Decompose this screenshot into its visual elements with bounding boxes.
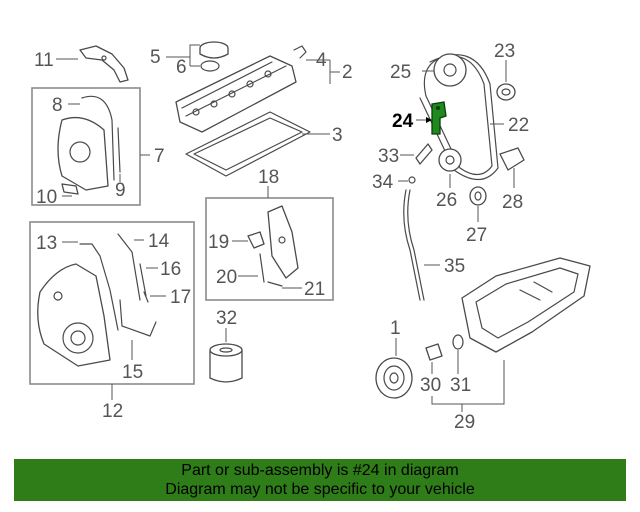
label-35[interactable]: 35 (444, 256, 465, 277)
info-banner: Part or sub-assembly is #24 in diagram D… (14, 459, 626, 501)
label-15[interactable]: 15 (122, 362, 143, 383)
label-18[interactable]: 18 (258, 167, 279, 188)
camshaft-sprocket-part-25[interactable] (433, 53, 467, 87)
crankshaft-sprocket-part-26[interactable] (438, 148, 462, 172)
label-31[interactable]: 31 (450, 375, 471, 396)
label-30[interactable]: 30 (420, 375, 441, 396)
bracket-part-11[interactable] (79, 45, 129, 83)
label-29[interactable]: 29 (454, 412, 475, 433)
group-box-7 (31, 87, 141, 206)
label-11[interactable]: 11 (34, 50, 54, 71)
label-32[interactable]: 32 (216, 308, 237, 329)
label-13[interactable]: 13 (36, 233, 57, 254)
parts-diagram: 11 5 6 4 2 3 8 7 9 10 13 14 16 17 15 12 … (29, 41, 591, 433)
timing-cover-upper[interactable] (57, 116, 109, 191)
bracket-part-10[interactable] (61, 183, 79, 195)
seal-part-20[interactable] (259, 253, 265, 283)
valve-cover-gasket-part-3[interactable] (185, 111, 311, 177)
dipstick-part-35[interactable] (403, 189, 421, 301)
bracket-part-19[interactable] (247, 231, 265, 249)
oil-pan[interactable] (461, 257, 591, 353)
crankshaft-pulley-part-1[interactable] (375, 357, 413, 399)
label-10[interactable]: 10 (36, 187, 57, 208)
label-5[interactable]: 5 (150, 47, 161, 68)
label-20[interactable]: 20 (216, 267, 237, 288)
label-28[interactable]: 28 (502, 192, 523, 213)
banner-line-1: Part or sub-assembly is #24 in diagram (181, 462, 459, 479)
seal-part-13[interactable] (79, 243, 119, 331)
seal-part-15[interactable] (119, 299, 157, 337)
timing-cover-part-18[interactable] (267, 205, 299, 279)
idler-pulley-part-23[interactable] (496, 83, 516, 101)
part-number-labels: 11 5 6 4 2 3 8 7 9 10 13 14 16 17 15 12 … (34, 41, 529, 433)
label-24[interactable]: 24 (392, 111, 414, 132)
label-17[interactable]: 17 (170, 287, 191, 308)
drain-plug-part-30[interactable] (425, 343, 443, 361)
label-9[interactable]: 9 (115, 180, 126, 201)
seal-part-34[interactable] (408, 176, 416, 184)
label-7[interactable]: 7 (154, 146, 165, 167)
plate-part-28[interactable] (499, 147, 525, 171)
label-25[interactable]: 25 (390, 62, 411, 83)
label-26[interactable]: 26 (436, 190, 457, 211)
lower-timing-cover[interactable] (37, 263, 111, 367)
label-14[interactable]: 14 (148, 231, 170, 252)
label-2[interactable]: 2 (342, 62, 353, 83)
label-4[interactable]: 4 (316, 50, 327, 71)
seal-part-16[interactable] (139, 263, 147, 297)
label-33[interactable]: 33 (378, 146, 399, 167)
valve-cover-part-2[interactable] (175, 55, 297, 133)
gasket-part-6[interactable] (200, 60, 220, 72)
label-1[interactable]: 1 (390, 318, 401, 339)
label-34[interactable]: 34 (372, 172, 394, 193)
arrow-icon (426, 117, 432, 123)
oil-filler-cap-part-5[interactable] (199, 41, 229, 59)
clip-part-4[interactable] (293, 45, 307, 59)
label-22[interactable]: 22 (508, 115, 529, 136)
leader-lines (56, 44, 515, 412)
label-16[interactable]: 16 (160, 259, 181, 280)
seal-part-21[interactable] (267, 281, 283, 287)
seal-part-17[interactable] (143, 291, 149, 303)
bracket-part-33[interactable] (415, 143, 433, 165)
oil-filter-part-32[interactable] (209, 343, 243, 383)
seal-part-9[interactable] (117, 127, 121, 173)
tensioner-part-24[interactable] (431, 101, 447, 135)
label-19[interactable]: 19 (208, 232, 229, 253)
label-23[interactable]: 23 (494, 41, 515, 62)
washer-part-31[interactable] (452, 334, 464, 350)
pulley-part-27[interactable] (469, 186, 487, 206)
label-12[interactable]: 12 (102, 401, 123, 422)
label-21[interactable]: 21 (304, 279, 325, 300)
label-27[interactable]: 27 (466, 225, 487, 246)
banner-line-2: Diagram may not be specific to your vehi… (165, 481, 475, 498)
seal-part-14[interactable] (117, 233, 141, 301)
label-8[interactable]: 8 (52, 95, 63, 116)
label-3[interactable]: 3 (332, 125, 343, 146)
group-box-18 (205, 197, 334, 301)
label-6[interactable]: 6 (176, 57, 187, 78)
seal-part-8[interactable] (81, 95, 115, 181)
